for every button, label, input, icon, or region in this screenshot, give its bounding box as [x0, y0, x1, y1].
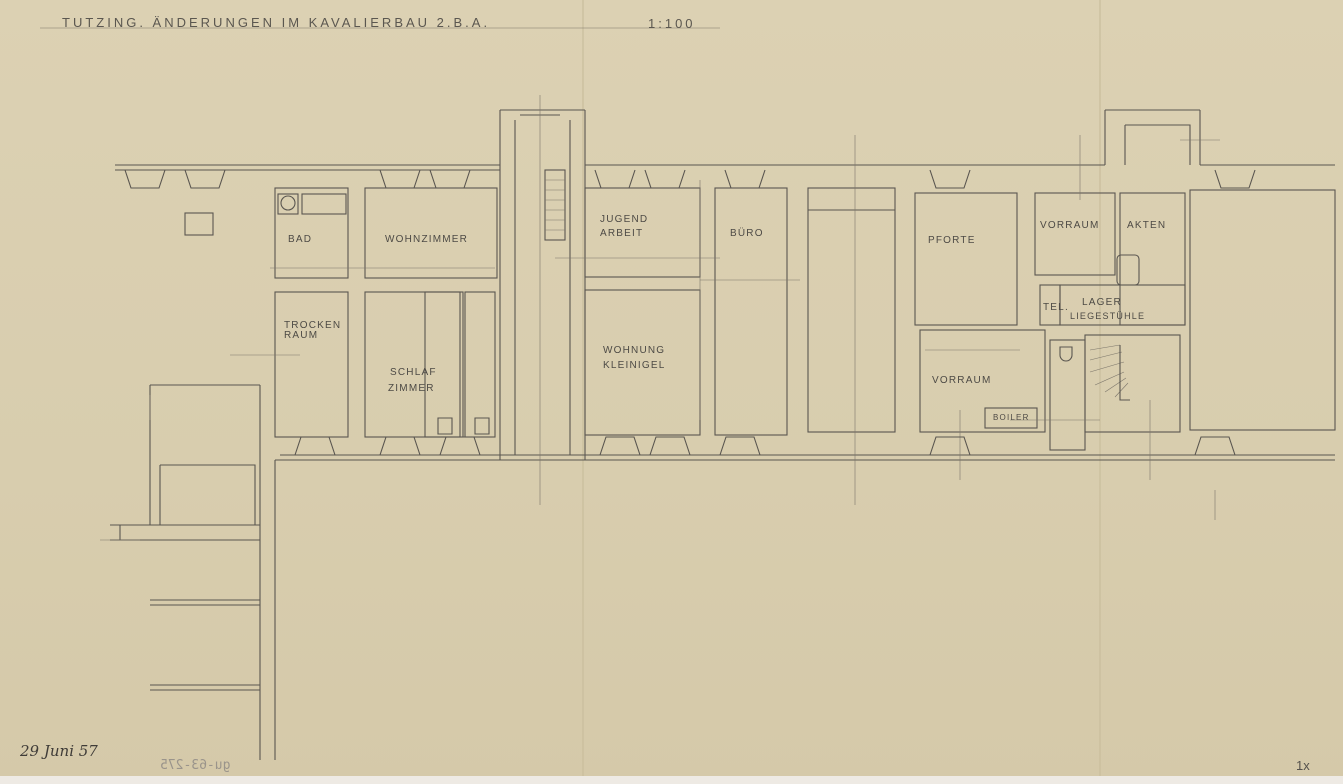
room-label-buero: BÜRO [730, 228, 764, 239]
window-niche [429, 169, 471, 189]
room-label-wohnung-2: KLEINIGEL [603, 360, 666, 371]
window-niche [294, 436, 336, 456]
room-label-lager: LAGER [1082, 297, 1122, 308]
window-niche [929, 436, 971, 456]
window-niche [719, 436, 761, 456]
room-label-schlafzimmer-2: ZIMMER [388, 383, 435, 394]
window-niche [124, 169, 166, 189]
room-label-wohnzimmer: WOHNZIMMER [385, 234, 469, 245]
window-niches [124, 169, 1256, 456]
stairs [544, 169, 1130, 401]
room-label-trockenraum-2: RAUM [284, 330, 319, 341]
window-niche [724, 169, 766, 189]
window-niche [1194, 436, 1236, 456]
bathtub [301, 193, 347, 215]
window-niche [184, 169, 226, 189]
drawing-date: 29 Juni 57 [20, 742, 98, 760]
drawing-title: TUTZING. ÄNDERUNGEN IM KAVALIERBAU 2.B.A… [62, 15, 491, 30]
room-label-akten: AKTEN [1127, 220, 1167, 231]
drawing-scale: 1:100 [648, 16, 696, 31]
window-niche [644, 169, 686, 189]
window-niche [1214, 169, 1256, 189]
window-niche [379, 169, 421, 189]
washbasin [277, 193, 299, 215]
construction-lines [100, 95, 1220, 541]
room-label-schlafzimmer: SCHLAF [390, 367, 437, 378]
outer-walls [110, 109, 1335, 760]
room-label-wohnung: WOHNUNG [603, 345, 666, 356]
room-label-bad: BAD [288, 234, 313, 245]
window-niche [599, 436, 641, 456]
window-niche [594, 169, 636, 189]
room-label-jugendarbeit: JUGEND [600, 214, 649, 225]
room-label-trockenraum: TROCKEN [284, 320, 342, 331]
room-label-pforte: PFORTE [928, 235, 976, 246]
window-niche [649, 436, 691, 456]
room-label-boiler: BOILER [993, 413, 1030, 422]
window-niche [929, 169, 971, 189]
room-label-jugendarbeit-2: ARBEIT [600, 228, 644, 239]
room-label-vorraum-bottom: VORRAUM [932, 375, 992, 386]
room-label-tel: TEL. [1043, 302, 1069, 313]
room-label-liegestuehle: LIEGESTÜHLE [1070, 311, 1146, 321]
room-label-vorraum-top: VORRAUM [1040, 220, 1100, 231]
window-niche [439, 436, 481, 456]
window-niche [379, 436, 421, 456]
inventory-mark: gu-63-275 [160, 758, 231, 773]
copy-count: 1x [1296, 758, 1310, 773]
